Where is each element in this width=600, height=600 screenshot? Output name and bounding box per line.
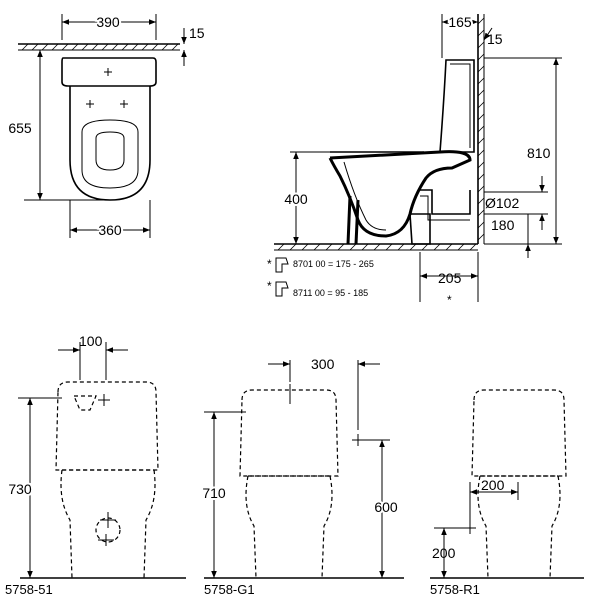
note-text: 8711 00 = 95 - 185 [293, 288, 368, 298]
seat-opening [95, 131, 125, 171]
adapter-note-1: * 8701 00 = 175 - 265 [267, 257, 374, 273]
model-label-5758-51: 5758-51 [5, 582, 53, 597]
dim-width-bottom: 360 [98, 222, 122, 238]
front-view-5758-G1: 300 600 710 5758-G1 [200, 356, 404, 597]
front-view-5758-51: 100 730 5758-51 [5, 333, 186, 597]
dim-tank-depth: 165 [448, 14, 472, 30]
front-view-5758-R1: 200 200 5758-R1 [430, 389, 584, 597]
dim-depth-top: 655 [8, 120, 32, 136]
note-marker: * [267, 257, 272, 271]
dim-total-height: 810 [527, 145, 551, 161]
top-view: 390 15 655 360 [6, 12, 205, 240]
dim-inlet-offset-5758-G1: 300 [311, 356, 335, 372]
floor-hatch-side [274, 243, 478, 251]
flush-button-icon [104, 68, 112, 76]
dim-inlet-height-5758-G1: 600 [374, 499, 398, 515]
dim-top-5758-51: 100 [79, 333, 103, 349]
tank-outline-side [439, 59, 475, 153]
dim-inlet-height-5758-R1: 200 [432, 545, 456, 561]
inlet-symbol-icon [73, 395, 97, 411]
bowl-outline-side [328, 150, 472, 238]
side-view: 165 15 810 400 Ø102 180 205 * * 8701 00 … [267, 12, 562, 307]
adapter-note-2: * 8711 00 = 95 - 185 [267, 279, 368, 298]
note-text: 8701 00 = 175 - 265 [293, 259, 374, 269]
wall-hatch-side [477, 14, 485, 244]
adapter-icon [275, 281, 289, 297]
hinge-right-icon [120, 100, 128, 108]
flush-mark-icon [98, 394, 110, 406]
model-label-5758-G1: 5758-G1 [204, 582, 255, 597]
dim-height-5758-51: 730 [8, 481, 32, 497]
note-marker: * [267, 279, 272, 293]
adapter-icon [275, 257, 289, 273]
model-label-5758-R1: 5758-R1 [430, 582, 480, 597]
offset-asterisk: * [447, 293, 452, 307]
seat-inner [81, 119, 139, 189]
dim-height-5758-G1: 710 [202, 485, 226, 501]
dim-outlet-offset: 205 [438, 270, 462, 286]
dim-inlet-offset-5758-R1: 200 [481, 477, 505, 493]
dim-width-top: 390 [96, 14, 120, 30]
dim-seat-height: 400 [284, 191, 308, 207]
hinge-left-icon [86, 100, 94, 108]
dim-wall-gap-top: 15 [189, 25, 205, 41]
dim-outlet-diameter: Ø102 [485, 195, 519, 211]
dim-wall-gap-side: 15 [487, 31, 503, 47]
wall-hatch-top [18, 43, 180, 51]
dim-outlet-height: 180 [491, 217, 515, 233]
